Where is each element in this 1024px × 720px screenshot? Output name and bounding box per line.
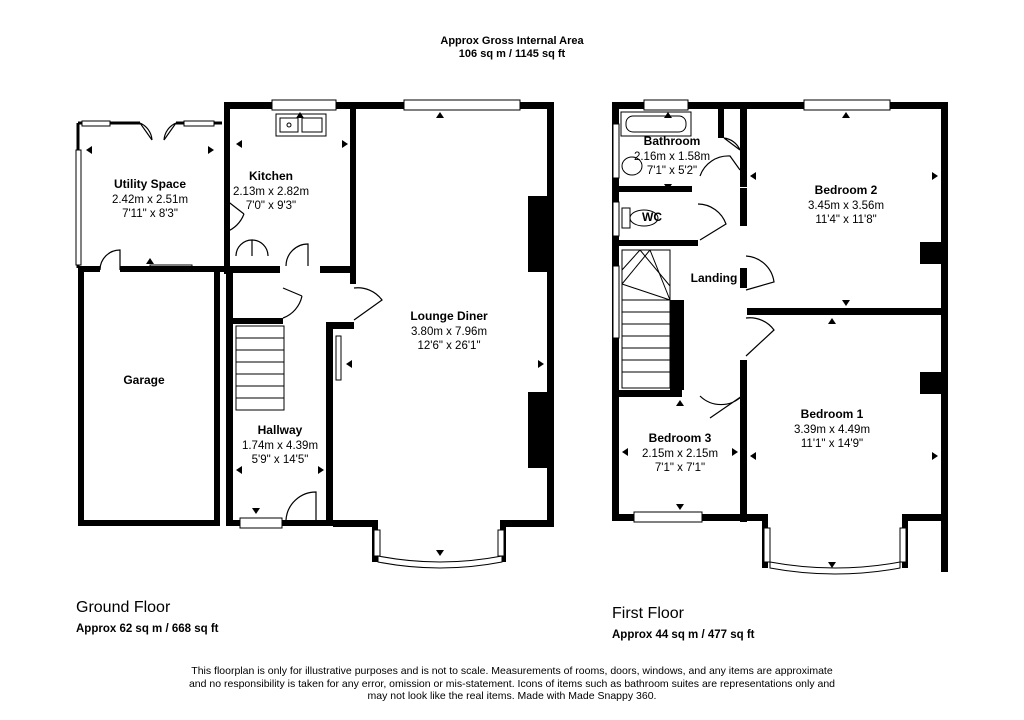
utility-imperial: 7'11" x 8'3" [122, 208, 178, 220]
disclaimer-line-3: may not look like the real items. Made w… [367, 690, 657, 702]
first-floor-plan: Bathroom 2.16m x 1.58m 7'1" x 5'2" WC Be… [612, 99, 948, 575]
lounge-metric: 3.80m x 7.96m [411, 326, 487, 338]
gross-area-value: 106 sq m / 1145 sq ft [458, 48, 566, 60]
ground-floor-windows [239, 99, 521, 569]
bathroom-name: Bathroom [644, 134, 701, 148]
toilet-icon [621, 207, 659, 229]
garage-name: Garage [123, 373, 165, 387]
kitchen-metric: 2.13m x 2.82m [233, 186, 309, 198]
first-floor-doors [697, 137, 775, 419]
bedroom1-metric: 3.39m x 4.49m [794, 424, 870, 436]
room-kitchen: Kitchen 2.13m x 2.82m 7'0" x 9'3" [233, 169, 309, 212]
disclaimer-line-2: and no responsibility is taken for any e… [188, 677, 836, 690]
room-bedroom-2: Bedroom 2 3.45m x 3.56m 11'4" x 11'8" [808, 183, 884, 226]
bathroom-metric: 2.16m x 1.58m [634, 151, 710, 163]
room-bathroom: Bathroom 2.16m x 1.58m 7'1" x 5'2" [634, 134, 710, 177]
bath-icon [620, 111, 692, 137]
bedroom1-imperial: 11'1" x 14'9" [801, 438, 863, 450]
ground-floor-walls [78, 102, 554, 562]
bedroom1-name: Bedroom 1 [801, 407, 864, 421]
ground-floor-doors [99, 122, 383, 521]
utility-name: Utility Space [114, 177, 186, 191]
bedroom3-metric: 2.15m x 2.15m [642, 448, 718, 460]
disclaimer-line-1: This floorplan is only for illustrative … [191, 665, 833, 677]
kitchen-name: Kitchen [249, 169, 293, 183]
lounge-name: Lounge Diner [410, 309, 488, 323]
bedroom2-imperial: 11'4" x 11'8" [815, 214, 876, 226]
first-dimension-markers [622, 112, 938, 568]
first-floor-title: First Floor [612, 605, 684, 622]
gross-area-title: Approx Gross Internal Area [440, 35, 584, 47]
disclaimer-text: This floorplan is only for illustrative … [150, 665, 874, 703]
first-floor-windows [612, 99, 907, 575]
first-floor-area: Approx 44 sq m / 477 sq ft [612, 629, 755, 641]
lounge-imperial: 12'6" x 26'1" [417, 340, 480, 352]
room-lounge-diner: Lounge Diner 3.80m x 7.96m 12'6" x 26'1" [410, 309, 488, 352]
bedroom2-metric: 3.45m x 3.56m [808, 200, 884, 212]
bedroom3-imperial: 7'1" x 7'1" [655, 462, 705, 474]
kitchen-imperial: 7'0" x 9'3" [246, 200, 296, 212]
ground-floor-area: Approx 62 sq m / 668 sq ft [76, 623, 219, 635]
landing-name: Landing [691, 271, 738, 285]
hallway-name: Hallway [258, 423, 303, 437]
bedroom2-name: Bedroom 2 [815, 183, 878, 197]
bathroom-imperial: 7'1" x 5'2" [647, 165, 697, 177]
hallway-metric: 1.74m x 4.39m [242, 440, 318, 452]
landing-stairs [621, 249, 671, 389]
room-bedroom-1: Bedroom 1 3.39m x 4.49m 11'1" x 14'9" [794, 407, 870, 450]
wc-name: WC [642, 210, 662, 224]
basin-icon [621, 156, 643, 176]
room-wc: WC [642, 210, 662, 224]
room-bedroom-3: Bedroom 3 2.15m x 2.15m 7'1" x 7'1" [642, 431, 718, 474]
ground-floor-plan: Utility Space 2.42m x 2.51m 7'11" x 8'3"… [75, 99, 554, 569]
room-landing: Landing [691, 271, 738, 285]
hallway-stairs [235, 325, 285, 411]
bedroom3-name: Bedroom 3 [649, 431, 712, 445]
kitchen-sink-icon [275, 113, 327, 137]
utility-metric: 2.42m x 2.51m [112, 194, 188, 206]
room-hallway: Hallway 1.74m x 4.39m 5'9" x 14'5" [242, 423, 318, 466]
ground-dimension-markers [86, 112, 544, 556]
room-utility-space: Utility Space 2.42m x 2.51m 7'11" x 8'3" [112, 177, 188, 220]
room-garage: Garage [123, 373, 165, 387]
hallway-imperial: 5'9" x 14'5" [252, 454, 309, 466]
ground-floor-title: Ground Floor [76, 599, 171, 616]
